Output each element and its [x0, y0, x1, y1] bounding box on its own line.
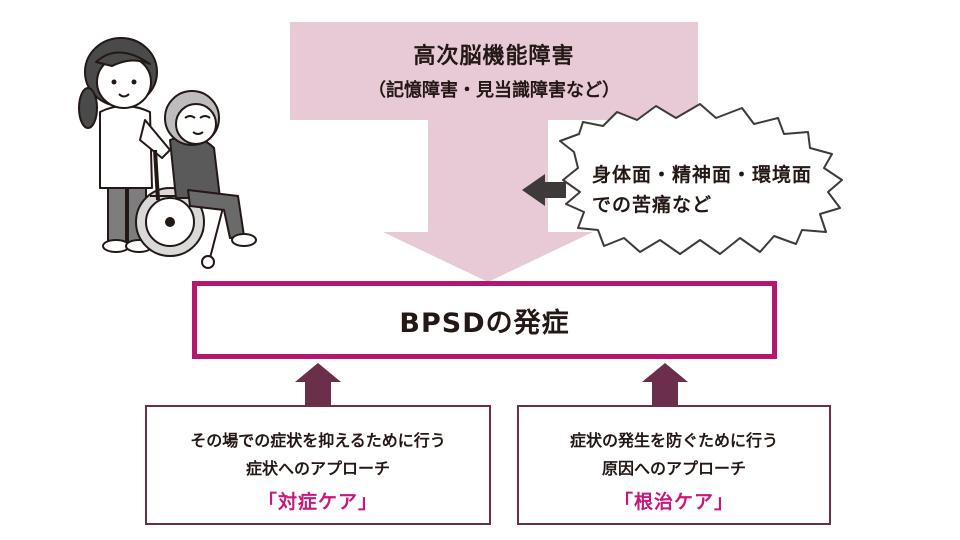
symptomatic-care-label: 「対症ケア」: [257, 491, 378, 513]
contributing-line-2: での苦痛など: [592, 194, 713, 216]
contributing-cloud: [559, 103, 843, 255]
right-up-arrow: [642, 363, 688, 406]
caregiver-pushing-wheelchair-icon: [78, 37, 257, 269]
cause-arrow: [290, 22, 698, 282]
curative-care-box: 症状の発生を防ぐために行う 原因へのアプローチ 「根治ケア」: [517, 405, 831, 525]
contributing-arrow: [522, 174, 566, 206]
bpsd-onset-box: BPSDの発症: [192, 281, 777, 359]
left-up-arrow: [295, 363, 341, 406]
cause-subtitle: （記憶障害・見当識障害など）: [368, 80, 620, 101]
curative-care-line-2: 原因へのアプローチ: [601, 459, 746, 478]
curative-care-label: 「根治ケア」: [613, 491, 734, 513]
symptomatic-care-box: その場での症状を抑えるために行う 症状へのアプローチ 「対症ケア」: [145, 405, 491, 525]
bpsd-onset-label: BPSDの発症: [399, 307, 570, 339]
curative-care-line-1: 症状の発生を防ぐために行う: [569, 431, 778, 450]
contributing-line-1: 身体面・精神面・環境面: [592, 164, 813, 186]
cause-title: 高次脳機能障害: [413, 44, 575, 69]
symptomatic-care-line-1: その場での症状を抑えるために行う: [190, 431, 446, 450]
symptomatic-care-line-2: 症状へのアプローチ: [245, 459, 390, 478]
